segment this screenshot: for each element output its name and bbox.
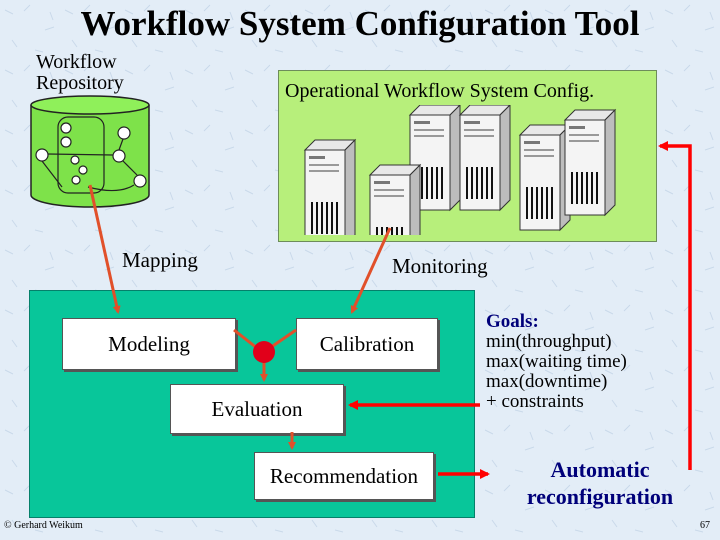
automatic-line2: reconfiguration bbox=[526, 484, 674, 509]
mapping-label: Mapping bbox=[122, 248, 198, 272]
page-number: 67 bbox=[700, 520, 710, 531]
operational-config-title: Operational Workflow System Config. bbox=[285, 80, 595, 102]
repository-label-line2: Repository bbox=[36, 72, 124, 94]
merge-node bbox=[253, 341, 275, 363]
recommendation-box: Recommendation bbox=[254, 452, 434, 500]
evaluation-box: Evaluation bbox=[170, 384, 344, 434]
copyright: © Gerhard Weikum bbox=[4, 520, 83, 531]
goals-heading: Goals: bbox=[486, 311, 539, 332]
page-title: Workflow System Configuration Tool bbox=[80, 4, 640, 43]
goal-item: max(downtime) bbox=[486, 371, 608, 392]
reconfiguration-feedback-arrow bbox=[658, 141, 692, 470]
modeling-box: Modeling bbox=[62, 318, 236, 370]
monitoring-label: Monitoring bbox=[392, 254, 488, 278]
repository-label-line1: Workflow bbox=[36, 51, 117, 73]
goal-item: min(throughput) bbox=[486, 331, 612, 352]
repository-cylinder-icon bbox=[30, 95, 150, 208]
automatic-reconfiguration-text: Automatic reconfiguration bbox=[500, 456, 700, 510]
calibration-box: Calibration bbox=[296, 318, 438, 370]
goal-item: max(waiting time) bbox=[486, 351, 627, 372]
goal-item: + constraints bbox=[486, 391, 584, 412]
goals-text: Goals: min(throughput) max(waiting time)… bbox=[486, 312, 627, 412]
automatic-line1: Automatic bbox=[550, 457, 650, 482]
monitoring-arrow bbox=[350, 227, 392, 314]
mapping-arrow bbox=[88, 184, 121, 314]
repository-label: Workflow Repository bbox=[36, 52, 124, 94]
